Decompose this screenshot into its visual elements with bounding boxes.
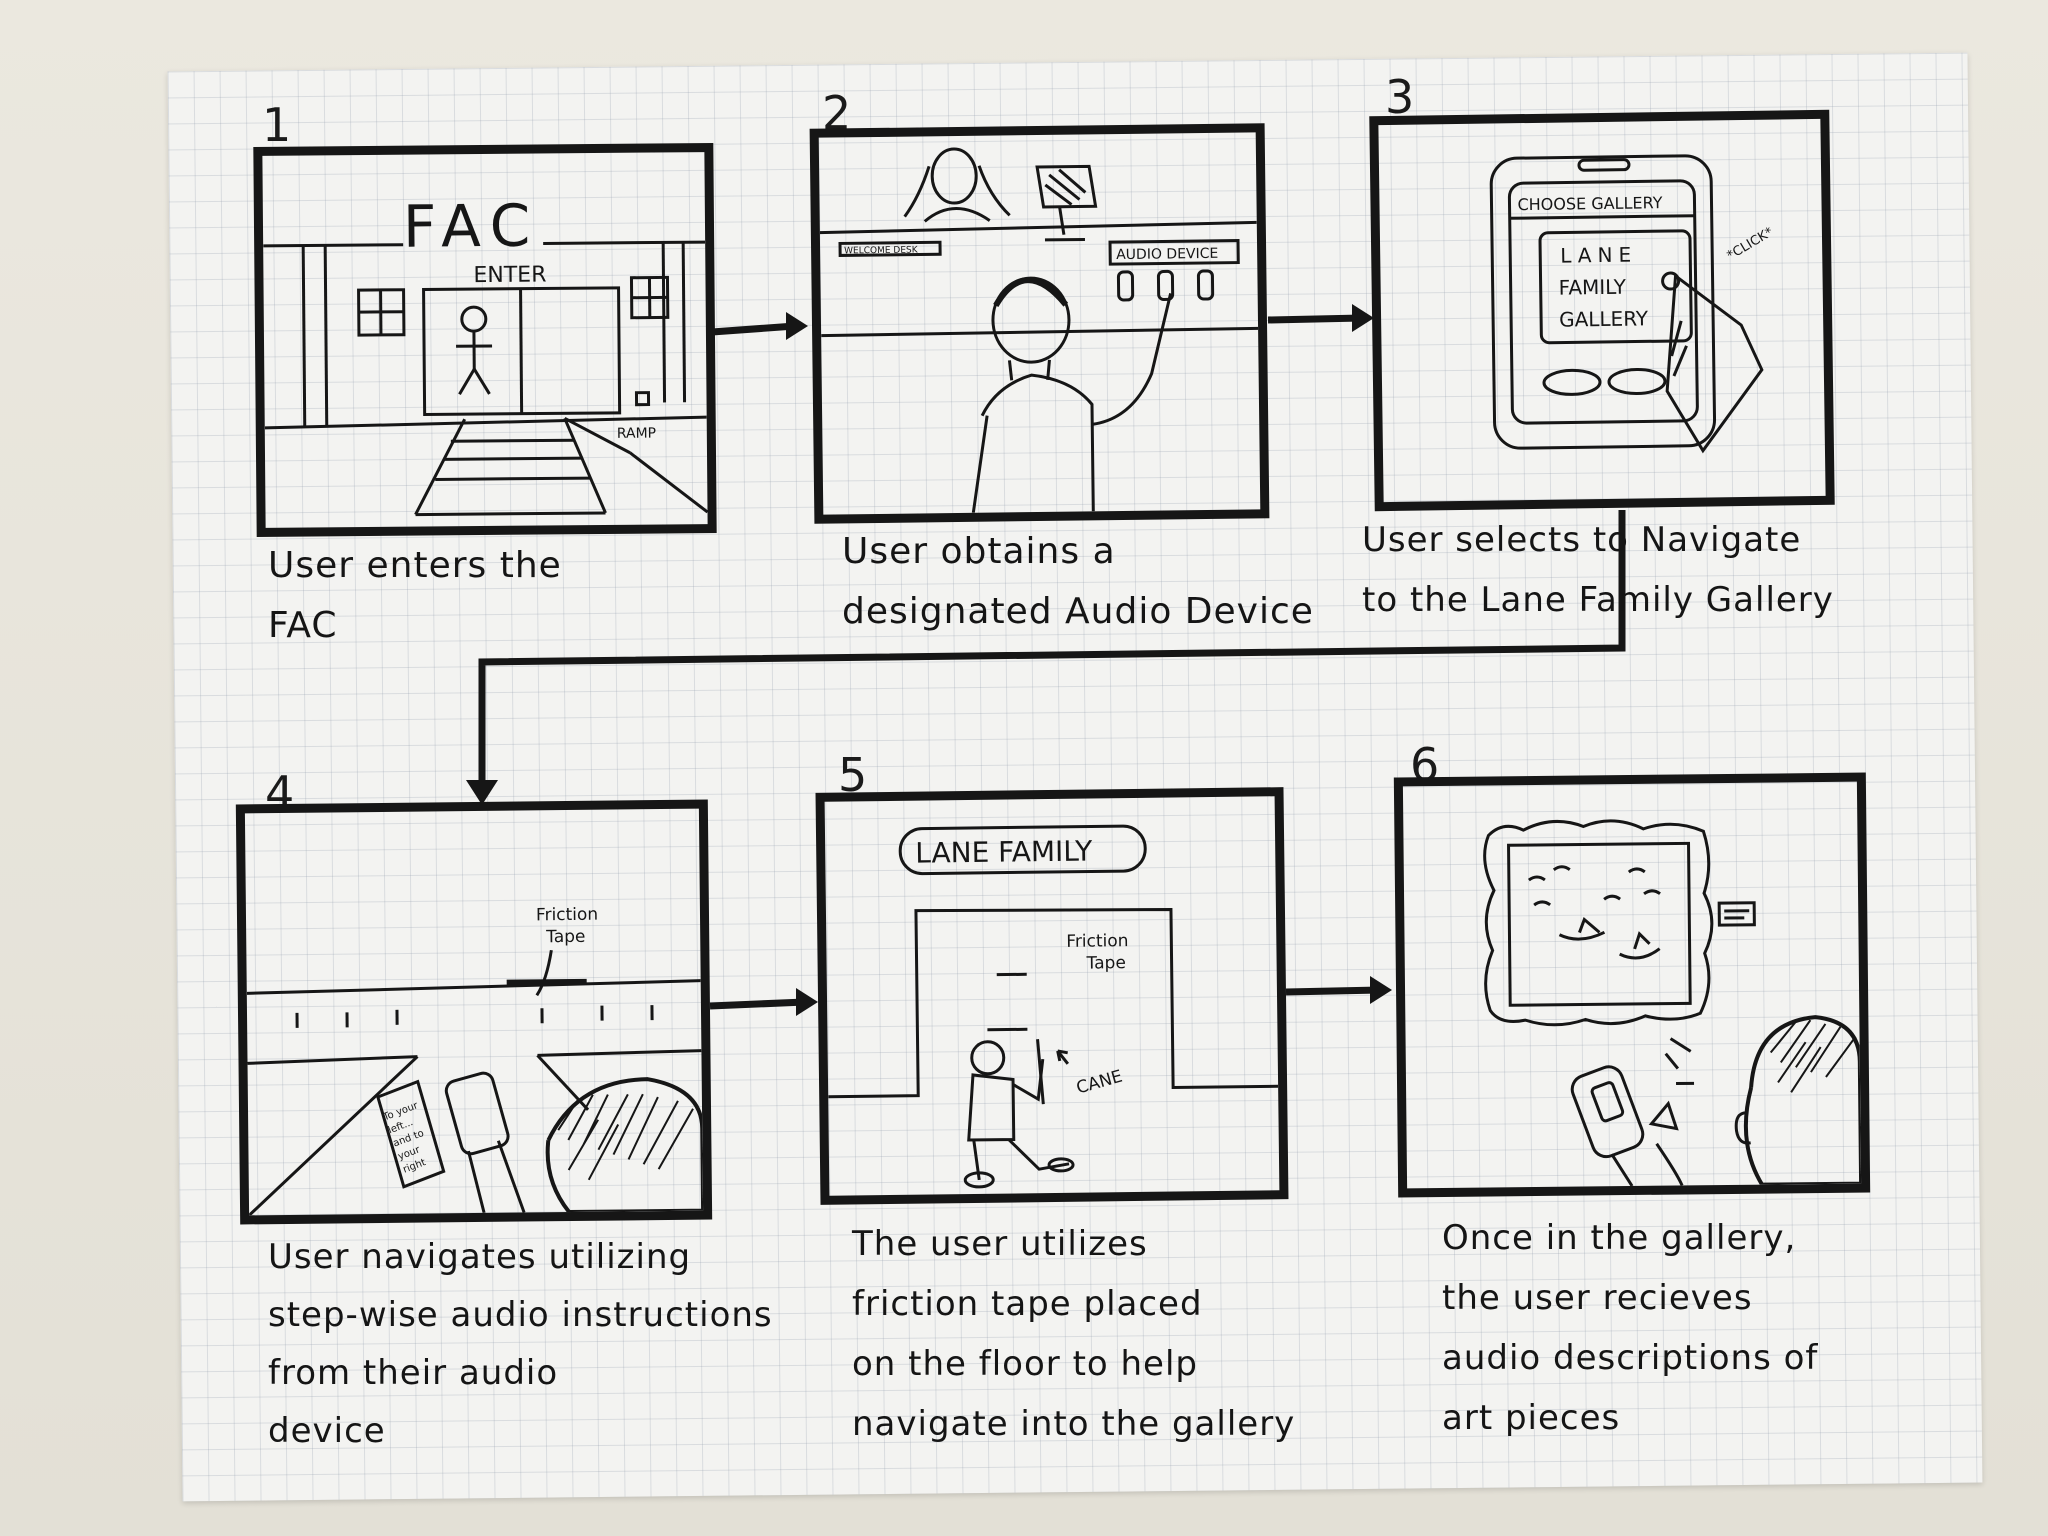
panel-1-number: 1	[262, 98, 292, 152]
panel-5-scene: LANE FAMILY Friction Tape CANE	[828, 824, 1279, 1189]
panel-1-frame: FAC ENTER RAMP	[253, 143, 717, 537]
building-sign-fac: FAC	[403, 192, 541, 261]
panel-6-number: 6	[1410, 738, 1440, 792]
panel-3-scene: CHOOSE GALLERY LANE FAMILY GALLERY *CLIC…	[1489, 154, 1777, 454]
panel-2-number: 2	[822, 86, 852, 140]
panel-5-frame: LANE FAMILY Friction Tape CANE	[815, 787, 1289, 1205]
gallery-option-gallery: GALLERY	[1559, 306, 1649, 331]
ramp-label: RAMP	[617, 426, 656, 442]
panel-3-caption: User selects to Navigate to the Lane Fam…	[1362, 520, 1834, 620]
panel-6-caption: Once in the gallery, the user recieves a…	[1442, 1218, 1819, 1438]
screen-title-choose-gallery: CHOOSE GALLERY	[1517, 193, 1662, 214]
panel-2-scene: WELCOME DESK AUDIO DEVICE	[819, 147, 1259, 514]
gallery-sign-lane-family: LANE FAMILY	[915, 834, 1093, 869]
panel-2-frame: WELCOME DESK AUDIO DEVICE	[809, 123, 1270, 524]
panel-3-frame: CHOOSE GALLERY LANE FAMILY GALLERY *CLIC…	[1369, 109, 1835, 512]
panel-5-number: 5	[838, 748, 868, 802]
panel-4-frame: Friction Tape To your left... and to you…	[235, 799, 713, 1225]
panel-2-caption: User obtains a designated Audio Device	[842, 531, 1314, 632]
click-label: *CLICK*	[1725, 225, 1777, 264]
friction-tape-label-1: Friction	[536, 905, 598, 926]
audio-device-sign: AUDIO DEVICE	[1116, 246, 1218, 263]
panel-5-caption: The user utilizes friction tape placed o…	[852, 1224, 1296, 1444]
panel-4-scene: Friction Tape To your left... and to you…	[246, 905, 704, 1216]
panel-4-number: 4	[265, 766, 295, 820]
panel-4-caption: User navigates utilizing step-wise audio…	[268, 1237, 773, 1451]
panel-6-scene	[1483, 819, 1862, 1187]
friction-tape-label-1: Friction	[1066, 931, 1128, 952]
door-sign-enter: ENTER	[473, 262, 546, 288]
panel-3-number: 3	[1385, 70, 1415, 124]
panel-6-frame	[1393, 772, 1871, 1198]
gallery-option-family: FAMILY	[1559, 275, 1627, 300]
cane-label: CANE	[1074, 1067, 1125, 1099]
gallery-option-lane: LANE	[1560, 243, 1637, 268]
welcome-desk-sign: WELCOME DESK	[844, 245, 919, 256]
friction-tape-label-2: Tape	[1085, 953, 1125, 973]
panel-1-scene: FAC ENTER RAMP	[263, 192, 708, 517]
panel-1-caption: User enters the FAC	[268, 545, 562, 646]
friction-tape-label-2: Tape	[545, 927, 585, 947]
